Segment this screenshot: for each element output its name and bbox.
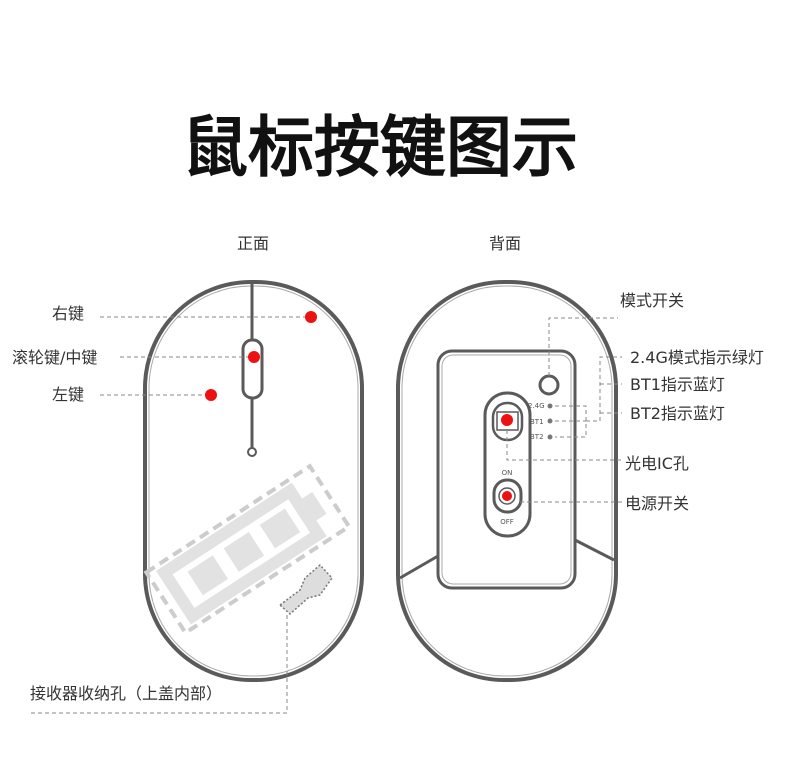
page-title: 鼠标按键图示	[182, 109, 578, 186]
led-24g-icon	[547, 403, 553, 409]
battery-compartment-icon	[143, 463, 352, 636]
label-led-bt2: BT2指示蓝灯	[630, 404, 725, 423]
mouse-front	[143, 280, 364, 682]
front-heading: 正面	[237, 234, 269, 253]
led-24g-text: 2.4G	[528, 402, 545, 410]
led-bt1-text: BT1	[530, 418, 544, 426]
power-switch-marker	[502, 491, 512, 501]
off-label: OFF	[500, 518, 514, 526]
label-right-button: 右键	[52, 304, 84, 323]
led-bt2-icon	[547, 434, 553, 440]
left-button-marker	[205, 389, 217, 401]
label-receiver-storage: 接收器收纳孔（上盖内部）	[30, 684, 222, 703]
label-wheel: 滚轮键/中键	[12, 348, 97, 367]
back-heading: 背面	[489, 234, 521, 253]
label-led-24g: 2.4G模式指示绿灯	[630, 348, 764, 367]
led-bt1-icon	[547, 418, 553, 424]
label-sensor: 光电IC孔	[625, 454, 689, 473]
mode-switch-icon	[538, 374, 560, 396]
led-bt2-text: BT2	[530, 433, 544, 441]
on-label: ON	[502, 469, 513, 477]
wheel-marker	[248, 351, 260, 363]
label-left-button: 左键	[52, 385, 84, 404]
label-mode-switch: 模式开关	[620, 291, 684, 310]
label-power-switch: 电源开关	[625, 494, 689, 513]
receiver-slot-icon	[278, 563, 333, 616]
label-led-bt1: BT1指示蓝灯	[630, 375, 725, 394]
right-button-marker	[305, 311, 317, 323]
sensor-marker	[501, 414, 513, 426]
mouse-back: ON OFF 2.4G BT1 BT2	[396, 280, 618, 682]
